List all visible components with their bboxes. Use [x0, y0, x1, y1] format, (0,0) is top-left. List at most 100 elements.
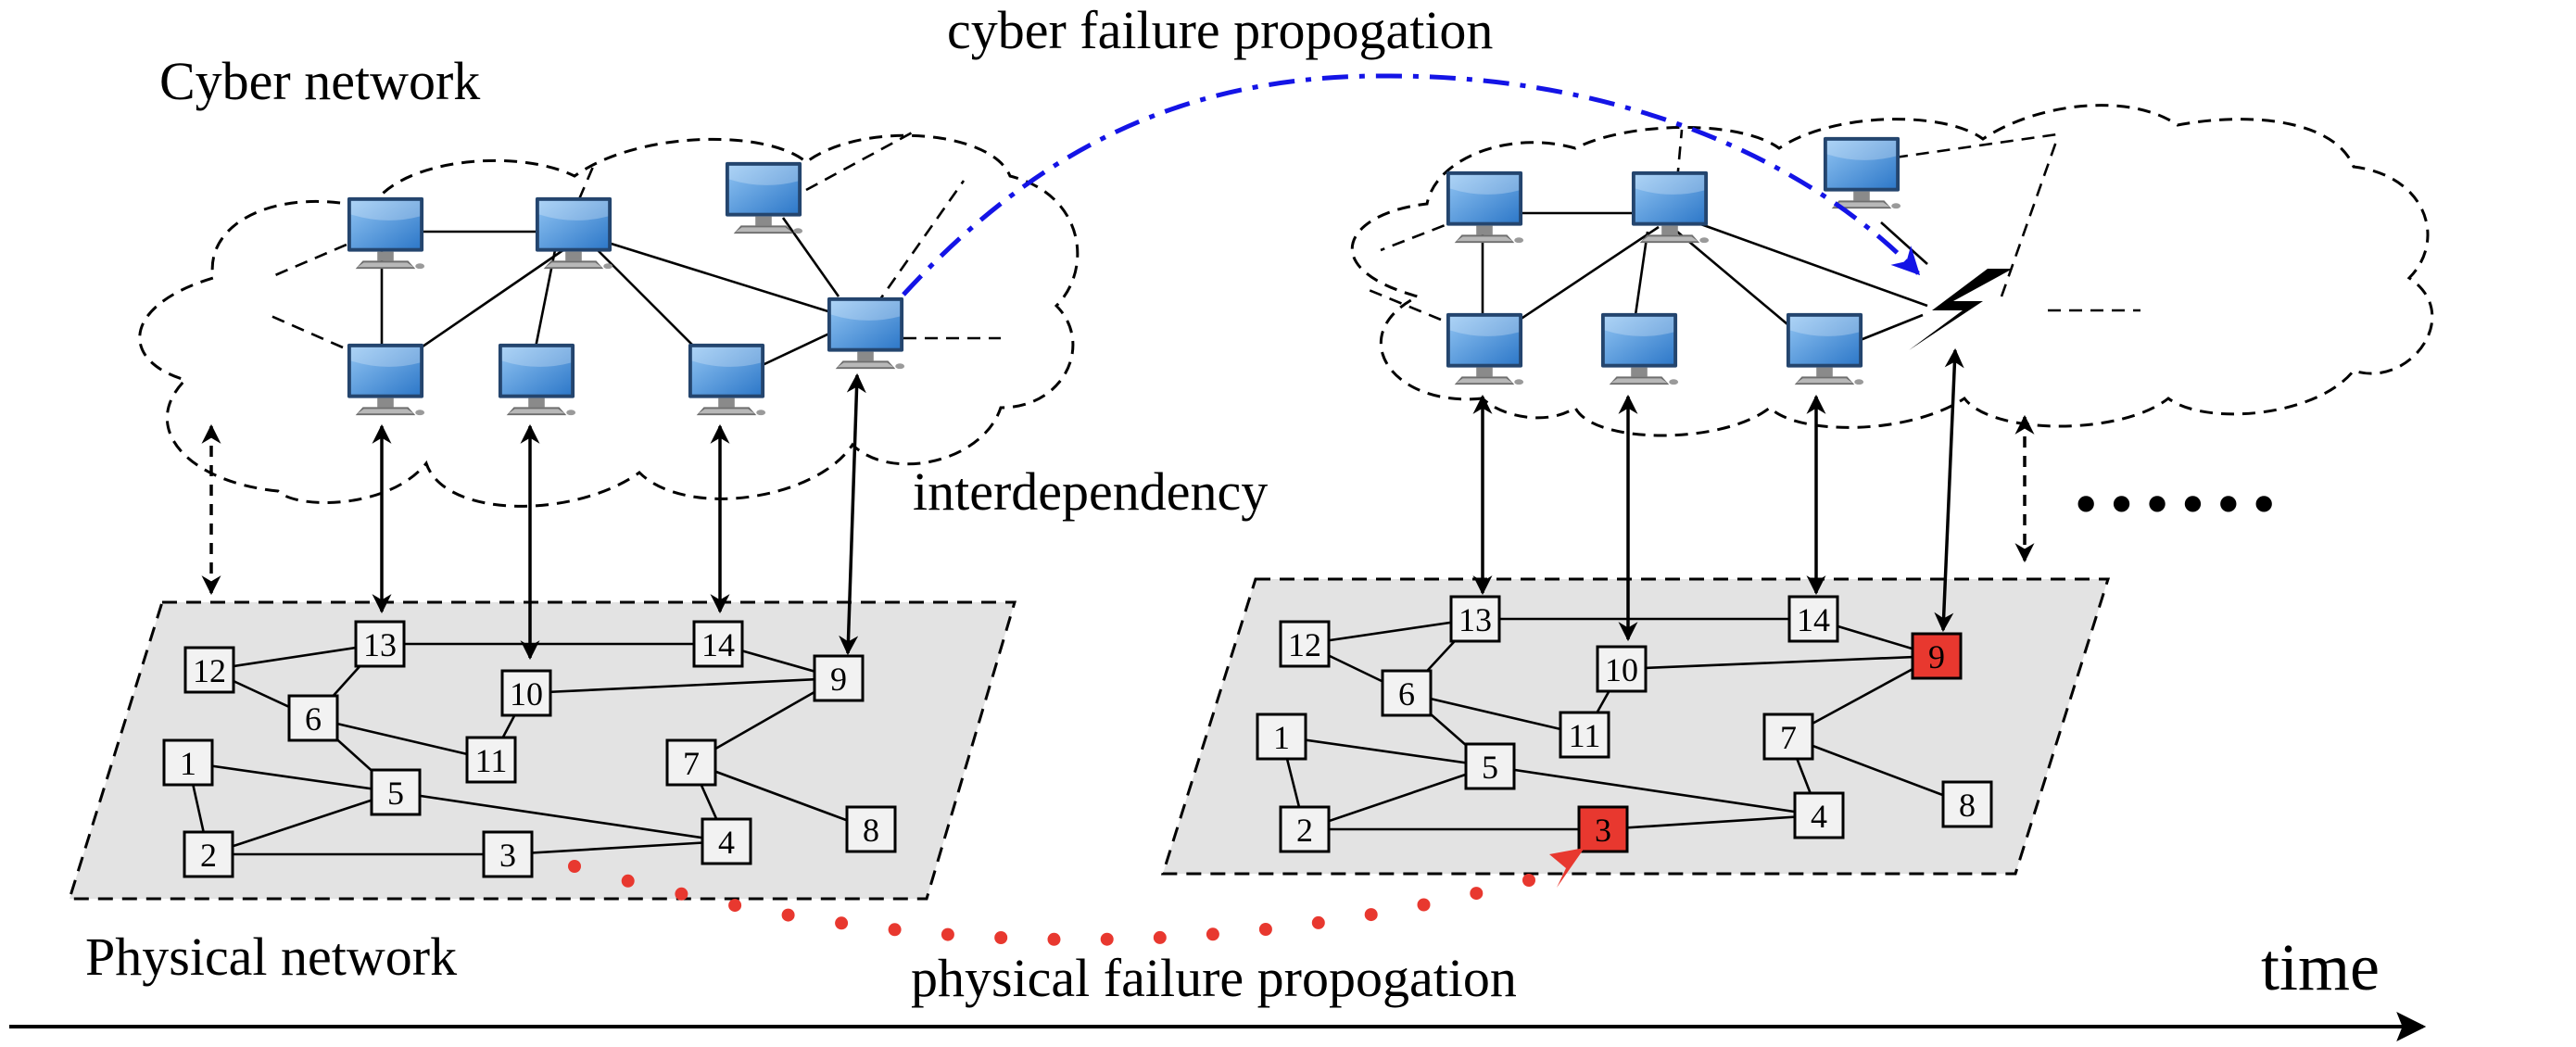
physical-node-6: 6: [287, 694, 339, 742]
node-box: [1596, 645, 1648, 693]
physical-node-3-failed: 3: [1577, 805, 1629, 853]
cyber-links-right: [1361, 129, 2140, 345]
physical-link: [525, 676, 840, 695]
node-box: [1256, 713, 1307, 761]
node-box: [1279, 620, 1331, 668]
physical-failure-dotted-path: [568, 860, 1535, 946]
physical-plane-left: [67, 600, 1017, 901]
physical-node-11: 11: [1559, 711, 1610, 759]
desktop-computer-icon: [1600, 312, 1679, 385]
failure-dot: [675, 887, 688, 901]
failure-dot: [1522, 874, 1535, 887]
node-label: 1: [1273, 719, 1290, 756]
cyber-links-left: [268, 128, 1001, 372]
physical-node-9-failed: 9: [1911, 632, 1963, 680]
time-label: time: [2261, 930, 2380, 1004]
node-label: 13: [363, 626, 397, 663]
node-box: [845, 805, 897, 853]
desktop-computer-icon: [827, 296, 905, 370]
node-box: [1787, 595, 1839, 643]
failure-dot: [1470, 887, 1484, 901]
failure-dot: [994, 931, 1008, 944]
node-box: [482, 830, 534, 878]
desktop-computer-icon: [535, 196, 613, 270]
node-box: [1577, 805, 1629, 853]
failure-dot: [568, 860, 581, 873]
node-label: 7: [683, 745, 700, 782]
failure-dot: [888, 923, 902, 937]
node-label: 8: [1959, 787, 1976, 824]
physical-node-10: 10: [1596, 645, 1648, 693]
physical-node-4: 4: [701, 817, 752, 865]
failure-dot: [1258, 923, 1272, 936]
failure-dot: [835, 916, 849, 930]
physical-node-13: 13: [354, 620, 406, 668]
failure-dot: [1311, 915, 1325, 929]
node-box: [1559, 711, 1610, 759]
node-box: [162, 738, 214, 787]
node-label: 2: [200, 837, 217, 874]
failure-dot: [941, 927, 954, 941]
physical-node-12: 12: [1279, 620, 1331, 668]
cyber-cloud-right: [1350, 104, 2434, 437]
node-box: [1762, 713, 1814, 761]
desktop-computer-icon: [1631, 170, 1710, 244]
node-box: [1911, 632, 1963, 680]
physical-node-8: 8: [845, 805, 897, 853]
node-label: 3: [499, 837, 516, 874]
physical-failure-arrowhead: [1549, 848, 1585, 888]
node-box: [665, 738, 717, 787]
node-box: [813, 654, 865, 702]
physical-link: [1621, 654, 1938, 671]
physical-link: [208, 790, 397, 856]
computers-right: [1446, 136, 1901, 385]
physical-link: [395, 790, 727, 843]
node-label: 9: [830, 661, 847, 698]
node-label: 2: [1296, 812, 1313, 849]
physical-link: [187, 761, 397, 794]
physical-node-2: 2: [183, 830, 234, 878]
node-box: [1793, 791, 1845, 839]
node-box: [701, 817, 752, 865]
desktop-computer-icon: [1786, 312, 1864, 385]
failure-dot: [1417, 898, 1431, 912]
physical-node-13: 13: [1449, 595, 1501, 643]
failure-dot: [781, 908, 795, 922]
interdependency-links-right: [1472, 347, 2035, 642]
node-label: 6: [1398, 675, 1415, 713]
physical-node-5: 5: [1464, 742, 1516, 790]
physical-node-11: 11: [465, 736, 517, 784]
node-label: 13: [1458, 601, 1492, 638]
node-label: 4: [1811, 798, 1827, 835]
physical-node-7: 7: [1762, 713, 1814, 761]
physical-node-6: 6: [1381, 669, 1433, 717]
node-box: [1464, 742, 1516, 790]
node-label: 7: [1780, 719, 1797, 756]
physical-link: [1489, 764, 1820, 817]
node-label: 11: [475, 742, 508, 779]
failure-dot: [1206, 927, 1219, 941]
node-label: 14: [1797, 601, 1830, 638]
failure-dot: [1047, 932, 1061, 946]
node-box: [1381, 669, 1433, 717]
node-box: [354, 620, 406, 668]
computers-left: [347, 161, 905, 416]
node-label: 8: [863, 812, 879, 849]
node-box: [1279, 805, 1331, 853]
cyber-failure-arrow: [902, 73, 1921, 296]
physical-node-7: 7: [665, 738, 717, 787]
physical-link: [690, 761, 872, 831]
physical-link: [1281, 735, 1491, 768]
physical-node-12: 12: [183, 646, 235, 694]
node-label: 3: [1595, 812, 1611, 849]
node-box: [692, 620, 744, 668]
node-label: 11: [1569, 717, 1601, 754]
node-box: [1941, 780, 1993, 828]
desktop-computer-icon: [1446, 170, 1524, 244]
desktop-computer-icon: [347, 343, 425, 416]
cyber-network-label: Cyber network: [159, 51, 480, 111]
lightning-bolt-icon: [1909, 269, 2013, 350]
physical-link: [1304, 617, 1476, 646]
